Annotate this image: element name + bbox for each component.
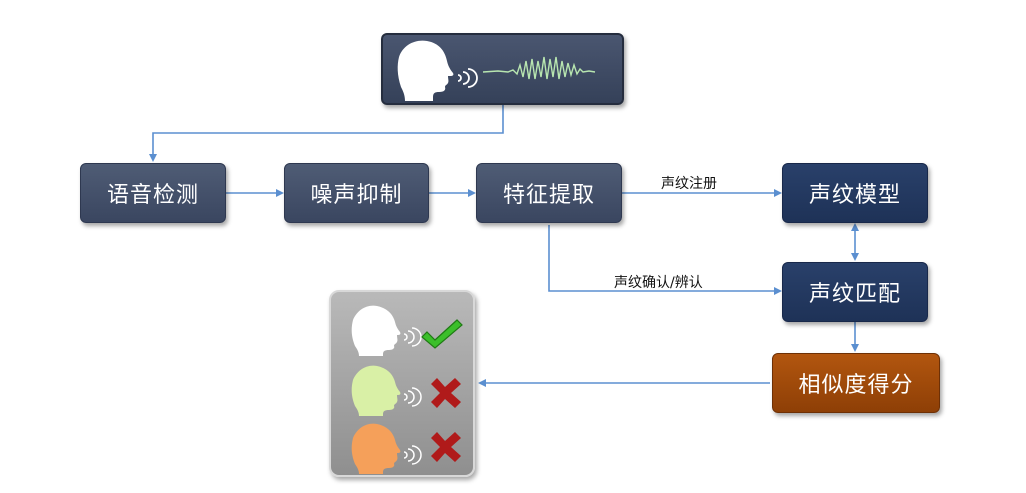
voiceprint-match-box: 声纹匹配 [782,262,928,322]
step-voice-detection: 语音检测 [80,163,226,223]
edge-label-enroll: 声纹注册 [661,176,717,192]
step-noise-suppression-label: 噪声抑制 [310,183,403,208]
speaker-results-panel [329,290,475,477]
arrow-input-to-detection [149,105,504,162]
edge-label-verify: 声纹确认/辨认 [614,275,703,291]
step-feature-extraction-label: 特征提取 [502,183,595,208]
speaking-head-icon [351,365,401,416]
step-feature-extraction: 特征提取 [476,163,622,223]
check-icon [421,319,463,349]
speaking-head-icon [351,423,401,474]
speaker-2 [351,365,461,416]
step-voice-detection-label: 语音检测 [106,183,199,208]
speaker-results-graphic [351,305,463,474]
speaker-1 [351,305,463,356]
similarity-score-label: 相似度得分 [798,373,914,398]
cross-icon [431,432,461,462]
voiceprint-model-label: 声纹模型 [808,183,901,208]
speaker-3 [351,423,461,474]
voiceprint-match-label: 声纹匹配 [808,282,901,307]
arrow-feature-to-match [548,225,782,295]
speech-input-panel [381,33,624,105]
speaking-head-with-waveform-icon [397,40,596,101]
similarity-score-box: 相似度得分 [772,353,940,413]
step-noise-suppression: 噪声抑制 [284,163,429,223]
cross-icon [431,378,461,408]
speaking-head-icon [351,305,401,356]
voiceprint-model-box: 声纹模型 [782,163,928,223]
